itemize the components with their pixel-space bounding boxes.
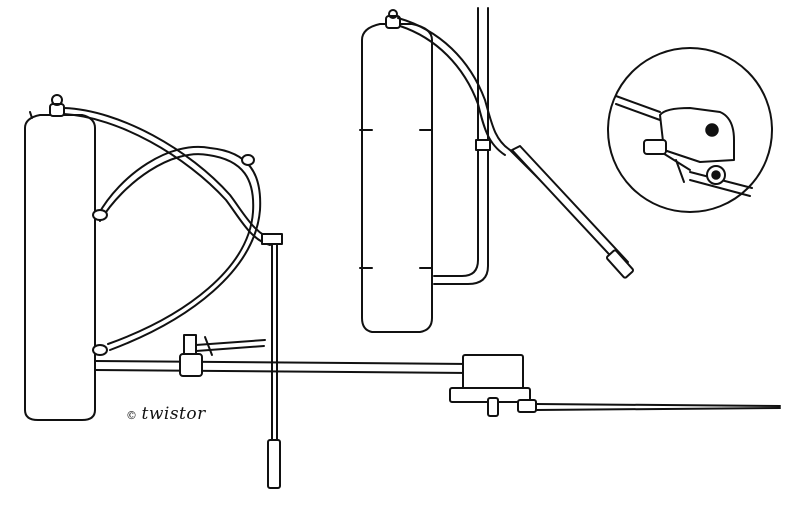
detail-inset-circle — [607, 47, 773, 213]
hose-clamp-upper — [92, 209, 108, 221]
regulator-box — [449, 354, 537, 417]
left-hose-loop — [63, 107, 276, 356]
artist-signature: ©twistor — [126, 404, 206, 424]
inset-dark-button — [705, 123, 719, 137]
upper-wand-handle — [605, 249, 635, 279]
right-wand-long — [535, 403, 781, 411]
signature-name: twistor — [141, 404, 206, 424]
upper-hose-and-pipe — [397, 7, 635, 285]
shutoff-valve — [179, 334, 266, 377]
left-wand — [261, 233, 283, 489]
upper-gas-cylinder — [359, 9, 433, 333]
wand-handle — [267, 439, 281, 489]
hose-clamp-lower — [92, 344, 108, 356]
hose-tie — [241, 154, 255, 166]
copyright-symbol: © — [126, 409, 138, 422]
left-gas-cylinder — [24, 94, 96, 421]
horizontal-pipe — [94, 360, 471, 374]
